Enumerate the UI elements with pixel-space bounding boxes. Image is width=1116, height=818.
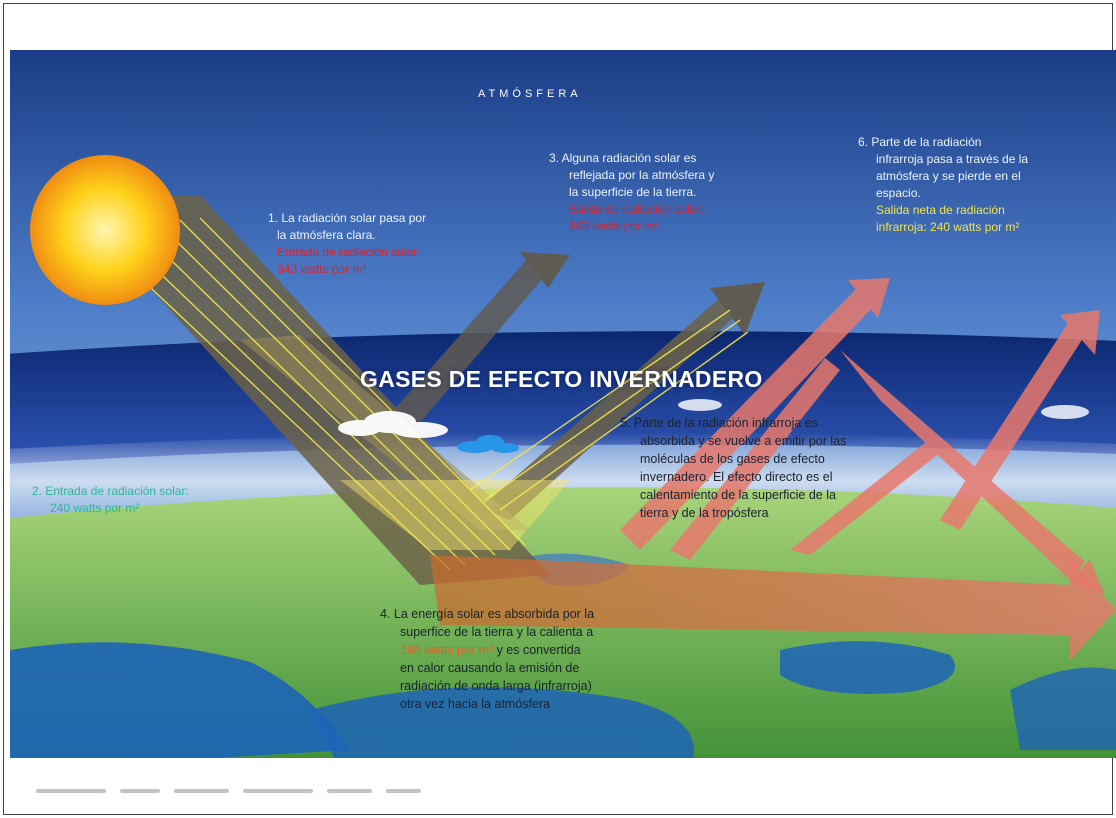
step-6-highlight: Salida neta de radiación [876,203,1005,217]
solar-rays [99,217,749,571]
step-5-line: invernadero. El efecto directo es el [640,470,833,484]
cloud-blue [457,435,519,453]
surface-reflected-arrowhead [710,282,765,335]
step-6-line: infrarroja pasa a través de la [876,152,1029,166]
surface-reflected-beam [480,296,740,520]
step-3-label: 3. Alguna radiación solar es reflejada p… [549,150,714,235]
step-3-line: la superficie de la tierra. [569,185,697,199]
greenhouse-effect-diagram [10,50,1116,758]
reflected-solar-arrowhead [520,252,570,288]
solar-absorption-glow [340,480,570,550]
blurred-caption [36,783,496,799]
step-4-line: superfice de la tierra y la calienta a [400,625,594,639]
step-5-line: calentamiento de la superficie de la [640,488,836,502]
step-6-label: 6. Parte de la radiación infrarroja pasa… [858,134,1028,236]
step-5-label: 5. Parte de la radiación infrarroja es a… [620,414,846,522]
step-2-line: 2. Entrada de radiación solar: [32,484,189,498]
earth-sea-black-sea [780,641,955,694]
step-1-label: 1. La radiación solar pasa por la atmósf… [268,210,426,278]
atmosphere-title: ATMÓSFERA [478,88,582,100]
step-4-line: en calor causando la emisión de [400,661,580,675]
step-5-line: absorbida y se vuelve a emitir por las [640,434,847,448]
step-6-highlight: infrarroja: 240 watts por m² [876,220,1020,234]
step-6-line: espacio. [876,186,921,200]
step-3-line: 3. Alguna radiación solar es [549,151,697,165]
reflected-solar-beam [385,256,550,440]
step-3-highlight: Salida de radiación solar: [569,202,704,216]
step-4-line: 4. La energía solar es absorbida por la [380,607,595,621]
cloud-white [338,411,448,438]
absorbed-energy-arrow [430,555,1116,660]
step-5-line: moléculas de los gases de efecto [640,452,825,466]
infrared-arrows [620,278,1105,595]
cloud-grey [678,399,1089,419]
earth-sea-east [1010,667,1116,750]
step-6-line: atmósfera y se pierde en el [876,169,1021,183]
earth-sea [10,642,350,758]
greenhouse-gases-title: GASES DE EFECTO INVERNADERO [360,366,763,392]
step-5-line: tierra y de la tropósfera [640,506,769,520]
step-4-line: radiación de onda larga (infrarroja) [400,679,592,693]
step-4-value-line: 168 watts por m² y es convertida [380,641,594,659]
step-3-line: reflejada por la atmósfera y [569,168,715,182]
step-5-line: 5. Parte de la radiación infrarroja es [620,416,819,430]
step-6-line: 6. Parte de la radiación [858,135,982,149]
step-4-label: 4. La energía solar es absorbida por la … [380,605,594,713]
step-3-highlight: 103 watts por m² [569,219,659,233]
step-4-line: otra vez hacia la atmósfera [400,697,551,711]
earth-sea-mediterranean [310,687,694,758]
step-2-line: 240 watts por m² [50,501,140,515]
step-4-value-rest: y es convertida [493,643,581,657]
step-4-value: 168 watts por m² [400,643,494,657]
step-1-highlight: 343 watts por m² [277,262,367,276]
step-2-label: 2. Entrada de radiación solar: 240 watts… [32,483,189,517]
step-1-highlight: Entrada de radiación solar: [277,245,421,259]
step-1-line: 1. La radiación solar pasa por [268,211,427,225]
step-1-line: la atmósfera clara. [277,228,376,242]
sun [30,155,180,305]
